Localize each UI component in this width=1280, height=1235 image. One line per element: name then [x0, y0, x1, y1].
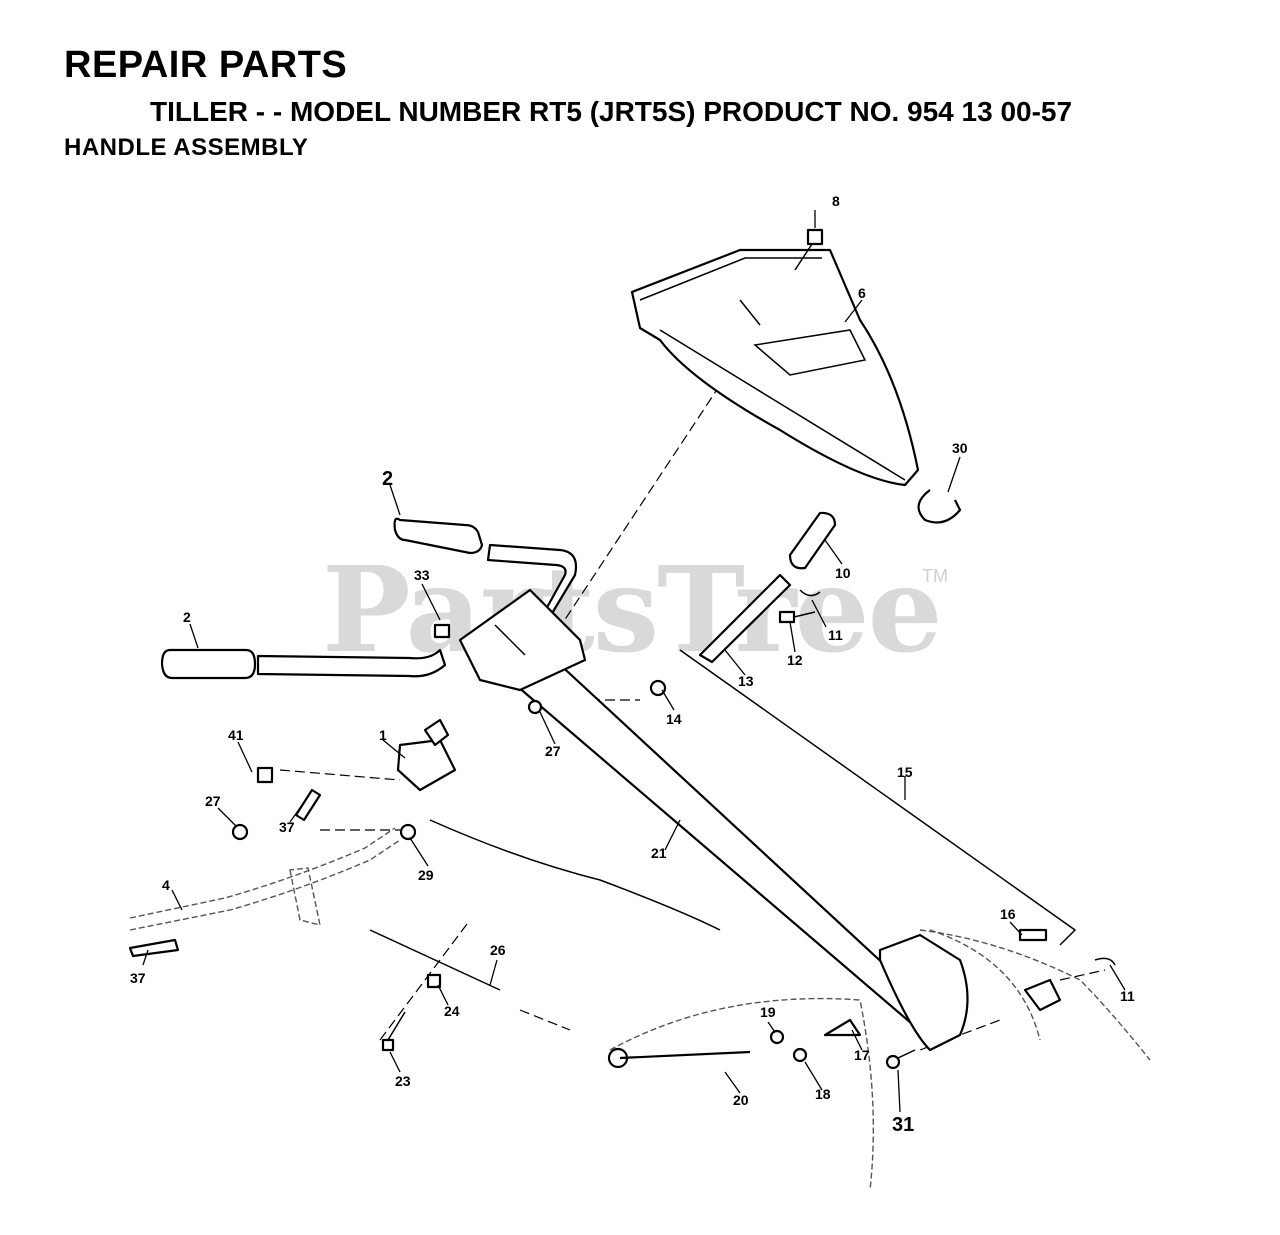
callout-2-lower: 2 [183, 609, 191, 625]
callout-16: 16 [1000, 906, 1016, 922]
callout-31: 31 [892, 1114, 914, 1136]
section-heading: HANDLE ASSEMBLY [64, 134, 309, 161]
assembly-guide-lines [279, 384, 1106, 1051]
callout-13: 13 [738, 673, 754, 689]
callout-24: 24 [444, 1003, 460, 1019]
callout-41: 41 [228, 727, 244, 743]
handle-bracket-part [878, 933, 969, 1052]
callout-23: 23 [395, 1073, 411, 1089]
handlebar-part [160, 517, 578, 680]
callout-labels: 1 2 2 4 6 8 10 11 11 12 13 14 15 16 17 1… [130, 193, 1135, 1136]
trademark-mark: TM [922, 566, 948, 586]
callout-20: 20 [733, 1092, 749, 1108]
callout-11-upper: 11 [828, 627, 843, 643]
bolt-part [794, 210, 824, 271]
callout-18: 18 [815, 1086, 831, 1102]
handle-panel-part [630, 248, 920, 487]
callout-19: 19 [760, 1004, 776, 1020]
callout-29: 29 [418, 867, 434, 883]
callout-17: 17 [854, 1047, 870, 1063]
callout-1: 1 [379, 727, 387, 743]
callout-30: 30 [952, 440, 968, 456]
cable-part [369, 929, 501, 991]
callout-leaders [142, 299, 1126, 1113]
callout-14: 14 [666, 711, 682, 727]
callout-27-right: 27 [545, 743, 561, 759]
callout-26: 26 [490, 942, 506, 958]
callout-27-left: 27 [205, 793, 221, 809]
small-hardware [128, 589, 1116, 1070]
retaining-ring-part [917, 489, 962, 524]
callout-33: 33 [414, 567, 430, 583]
watermark-logo: PartsTree [322, 540, 943, 679]
shift-lever-part [679, 511, 1077, 946]
callout-15: 15 [897, 764, 913, 780]
model-subtitle: TILLER - - MODEL NUMBER RT5 (JRT5S) PROD… [150, 96, 1073, 127]
callout-12: 12 [787, 652, 803, 668]
callout-4: 4 [162, 877, 170, 893]
callout-37-lower: 37 [130, 970, 146, 986]
callout-6: 6 [858, 285, 866, 301]
callout-11-lower: 11 [1120, 988, 1135, 1004]
page-title: REPAIR PARTS [64, 44, 348, 86]
callout-37-upper: 37 [279, 819, 295, 835]
control-lever-part [396, 718, 721, 931]
callout-8: 8 [832, 193, 840, 209]
tiller-body-outline [129, 827, 1151, 1191]
callout-10: 10 [835, 565, 851, 581]
callout-2-upper: 2 [382, 468, 393, 490]
callout-21: 21 [651, 845, 667, 861]
